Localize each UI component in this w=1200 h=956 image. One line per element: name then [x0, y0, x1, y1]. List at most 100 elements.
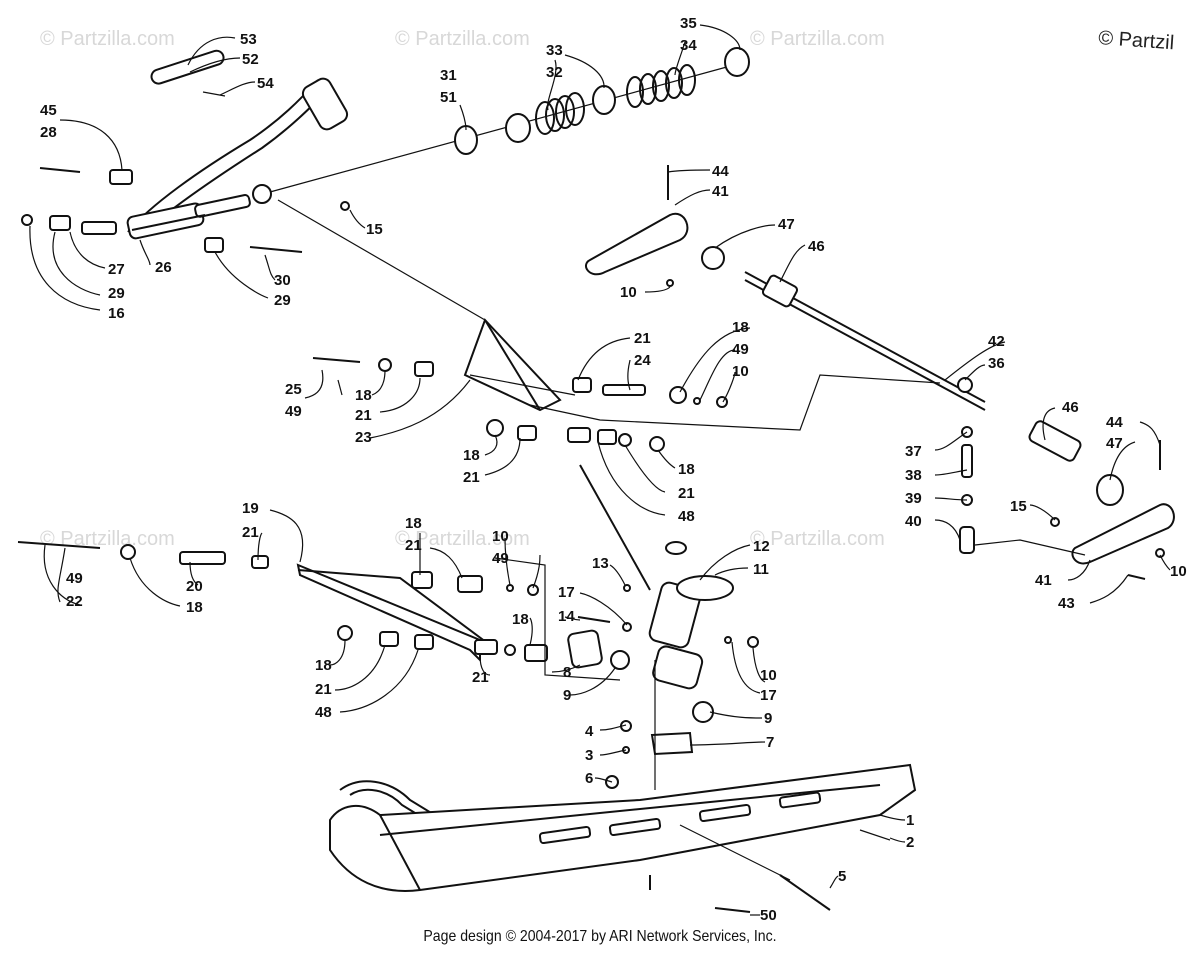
callout-37: 37 — [905, 443, 922, 460]
callout-6: 6 — [585, 770, 593, 787]
callout-52: 52 — [242, 51, 259, 68]
callout-15b: 15 — [1010, 498, 1027, 515]
callout-32: 32 — [546, 64, 563, 81]
callout-49d: 49 — [66, 570, 83, 587]
callout-28: 28 — [40, 124, 57, 141]
watermark: © Partzilla.com — [40, 528, 175, 550]
callout-42: 42 — [988, 333, 1005, 350]
watermark: © Partzilla.com — [750, 528, 885, 550]
callout-27: 27 — [108, 261, 125, 278]
callout-53: 53 — [240, 31, 257, 48]
callout-15: 15 — [366, 221, 383, 238]
callout-2: 2 — [906, 834, 914, 851]
lower-a-arm — [296, 563, 481, 663]
callout-1: 1 — [906, 812, 914, 829]
callout-51: 51 — [440, 89, 457, 106]
callout-18f: 18 — [186, 599, 203, 616]
ski — [329, 660, 917, 913]
callout-44b: 44 — [1106, 414, 1123, 431]
callout-9: 9 — [563, 687, 571, 704]
callout-48: 48 — [678, 508, 695, 525]
callout-18: 18 — [732, 319, 749, 336]
callout-18c: 18 — [463, 447, 480, 464]
callout-21c: 21 — [463, 469, 480, 486]
callout-47b: 47 — [1106, 435, 1123, 452]
shock-absorber — [126, 77, 349, 240]
callout-44: 44 — [712, 163, 729, 180]
callout-9b: 9 — [764, 710, 772, 727]
callout-19: 19 — [242, 500, 259, 517]
callout-24: 24 — [634, 352, 651, 369]
callout-10: 10 — [620, 284, 637, 301]
callout-12: 12 — [753, 538, 770, 555]
callout-43: 43 — [1058, 595, 1075, 612]
callout-21d: 21 — [678, 485, 695, 502]
callout-48b: 48 — [315, 704, 332, 721]
callout-18d: 18 — [678, 461, 695, 478]
callout-49b: 49 — [285, 403, 302, 420]
callout-16: 16 — [108, 305, 125, 322]
part-52 — [150, 49, 225, 85]
spring-34 — [626, 64, 696, 108]
callout-5: 5 — [838, 868, 846, 885]
spindle — [579, 464, 734, 690]
callout-46b: 46 — [1062, 399, 1079, 416]
callout-46: 46 — [808, 238, 825, 255]
callout-11: 11 — [753, 561, 769, 578]
callout-21g: 21 — [315, 681, 332, 698]
callout-18e: 18 — [405, 515, 422, 532]
callout-21f: 21 — [405, 537, 422, 554]
callout-23: 23 — [355, 429, 372, 446]
page-footer: Page design © 2004-2017 by ARI Network S… — [423, 928, 777, 945]
callout-3: 3 — [585, 747, 593, 764]
callout-18b: 18 — [355, 387, 372, 404]
callout-21h: 21 — [472, 669, 489, 686]
callout-39: 39 — [905, 490, 922, 507]
callout-33: 33 — [546, 42, 563, 59]
callout-25: 25 — [285, 381, 302, 398]
callout-49: 49 — [732, 341, 749, 358]
callout-18h: 18 — [315, 657, 332, 674]
callout-49c: 49 — [492, 550, 509, 567]
leader-lines — [29, 24, 1171, 916]
watermark: © Partzilla.com — [395, 28, 530, 50]
callout-30: 30 — [274, 272, 291, 289]
callout-10c: 10 — [1170, 563, 1187, 580]
callout-34: 34 — [680, 37, 697, 54]
callout-labels: 53 52 54 45 28 31 51 33 32 35 34 15 27 2… — [40, 15, 1187, 924]
callout-40: 40 — [905, 513, 922, 530]
callout-50: 50 — [760, 907, 777, 924]
callout-8: 8 — [563, 664, 571, 681]
callout-38: 38 — [905, 467, 922, 484]
callout-45: 45 — [40, 102, 57, 119]
callout-26: 26 — [155, 259, 172, 276]
callout-47: 47 — [778, 216, 795, 233]
callout-41b: 41 — [1035, 572, 1052, 589]
callout-29: 29 — [108, 285, 125, 302]
part-54 — [202, 91, 226, 97]
watermark: © Partzilla.com — [395, 528, 530, 550]
callout-10b: 10 — [732, 363, 749, 380]
callout-29b: 29 — [274, 292, 291, 309]
callout-41: 41 — [712, 183, 729, 200]
callout-10d: 10 — [492, 528, 509, 545]
spring-32 — [535, 92, 585, 135]
callout-22: 22 — [66, 593, 83, 610]
callout-35: 35 — [680, 15, 697, 32]
callout-13: 13 — [592, 555, 609, 572]
callout-31: 31 — [440, 67, 457, 84]
callout-18g: 18 — [512, 611, 529, 628]
callout-17: 17 — [558, 584, 575, 601]
callout-36: 36 — [988, 355, 1005, 372]
callout-17b: 17 — [760, 687, 777, 704]
callout-21e: 21 — [242, 524, 259, 541]
watermark: © Partzilla.com — [40, 28, 175, 50]
callout-4: 4 — [585, 723, 594, 740]
callout-21: 21 — [634, 330, 651, 347]
callout-21b: 21 — [355, 407, 372, 424]
callout-14: 14 — [558, 608, 575, 625]
watermark-corner: © Partzil — [1098, 27, 1175, 54]
callout-54: 54 — [257, 75, 274, 92]
callout-20: 20 — [186, 578, 203, 595]
